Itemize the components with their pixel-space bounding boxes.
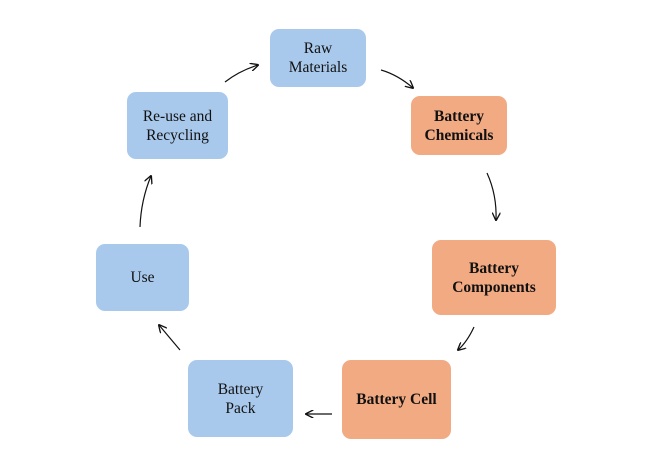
node-battery-cell: Battery Cell [342,360,451,439]
arrow-battery-components-to-battery-cell [458,326,475,350]
node-raw-materials: Raw Materials [270,29,366,87]
arrow-reuse-recycling-to-raw-materials [224,65,258,83]
node-battery-pack: Battery Pack [188,360,293,437]
arrow-battery-pack-to-use [159,325,181,351]
node-battery-chemicals: Battery Chemicals [411,96,507,155]
arrow-use-to-reuse-recycling [139,176,151,228]
arrow-raw-materials-to-battery-chemicals [380,69,413,88]
node-reuse-recycling: Re-use and Recycling [127,92,228,159]
node-use: Use [96,244,189,311]
node-battery-components: Battery Components [432,240,556,315]
arrow-battery-chemicals-to-battery-components [486,172,496,220]
